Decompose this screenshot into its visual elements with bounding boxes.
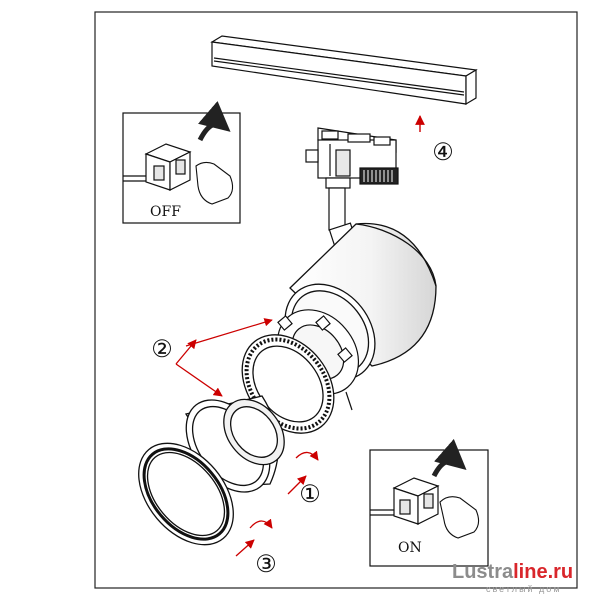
- switch-off-label: OFF: [150, 204, 181, 220]
- rotate-off-icon: [197, 100, 231, 142]
- hand-icon: [195, 161, 234, 205]
- rotate-on-icon: [431, 438, 467, 478]
- step3-badge: ③: [255, 550, 277, 578]
- step1-rotation-icon: [295, 450, 319, 461]
- step3-rotation-icon: [249, 518, 273, 529]
- step2-badge: ②: [151, 335, 173, 363]
- svg-text:④: ④: [432, 138, 454, 166]
- track-adapter: [305, 127, 399, 189]
- switch-off-panel: OFF: [122, 100, 241, 224]
- svg-text:светлый дом: светлый дом: [486, 584, 562, 594]
- switch-on-label: ON: [398, 540, 422, 556]
- front-bezel: [138, 442, 234, 546]
- reflector-cup: [184, 395, 285, 493]
- track-rail: [210, 35, 478, 106]
- switch-on-panel: ON: [369, 438, 489, 567]
- step1-badge: ①: [299, 480, 321, 508]
- svg-text:①: ①: [299, 480, 321, 508]
- svg-text:③: ③: [255, 550, 277, 578]
- step1-arrow: [287, 475, 307, 495]
- step2-pointer-line: [185, 318, 273, 347]
- watermark-logo: Lustraline.ru светлый дом: [452, 561, 573, 594]
- hand-icon: [439, 496, 480, 539]
- diagram-border: [94, 11, 578, 589]
- step4-badge: ④: [432, 138, 454, 166]
- svg-text:②: ②: [151, 335, 173, 363]
- step2-arrow-lower: [175, 363, 223, 397]
- svg-text:Lustraline.ru: Lustraline.ru: [452, 561, 573, 583]
- step3-arrow: [235, 539, 255, 557]
